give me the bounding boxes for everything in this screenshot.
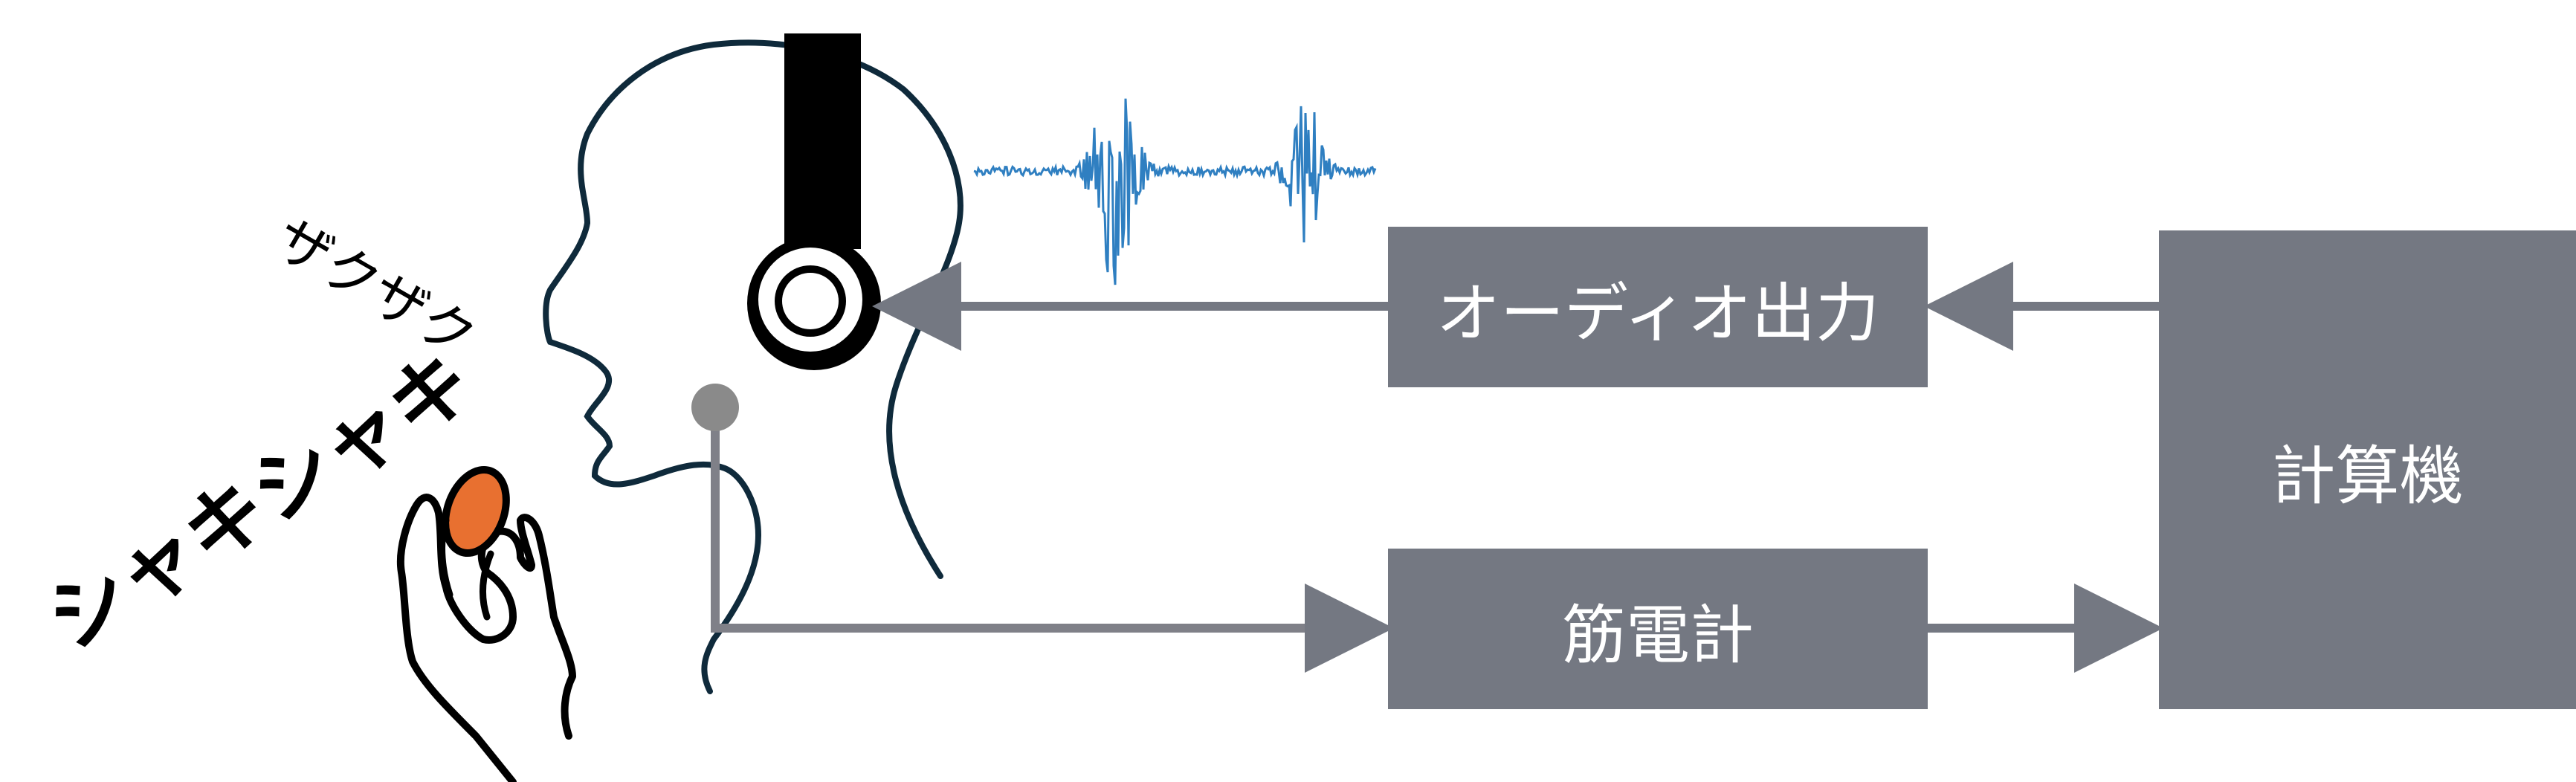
computer-label: 計算機 bbox=[2271, 439, 2464, 514]
headphone-band bbox=[784, 33, 861, 249]
emg-sensor-wire bbox=[711, 409, 1394, 673]
hand-with-food-icon bbox=[397, 465, 576, 782]
waveform-trace bbox=[973, 98, 1377, 285]
audio-output-label: オーディオ出力 bbox=[1436, 276, 1879, 351]
emg-sensor-icon bbox=[691, 384, 739, 431]
emg-block: 筋電計 bbox=[1388, 549, 1928, 709]
computer-block: 計算機 bbox=[2159, 230, 2576, 709]
emg-label: 筋電計 bbox=[1562, 598, 1754, 673]
audio-output-block: オーディオ出力 bbox=[1388, 227, 1928, 387]
headphone-earcup-icon bbox=[747, 236, 881, 370]
audio-waveform bbox=[973, 98, 1377, 285]
head-outline bbox=[543, 39, 963, 694]
